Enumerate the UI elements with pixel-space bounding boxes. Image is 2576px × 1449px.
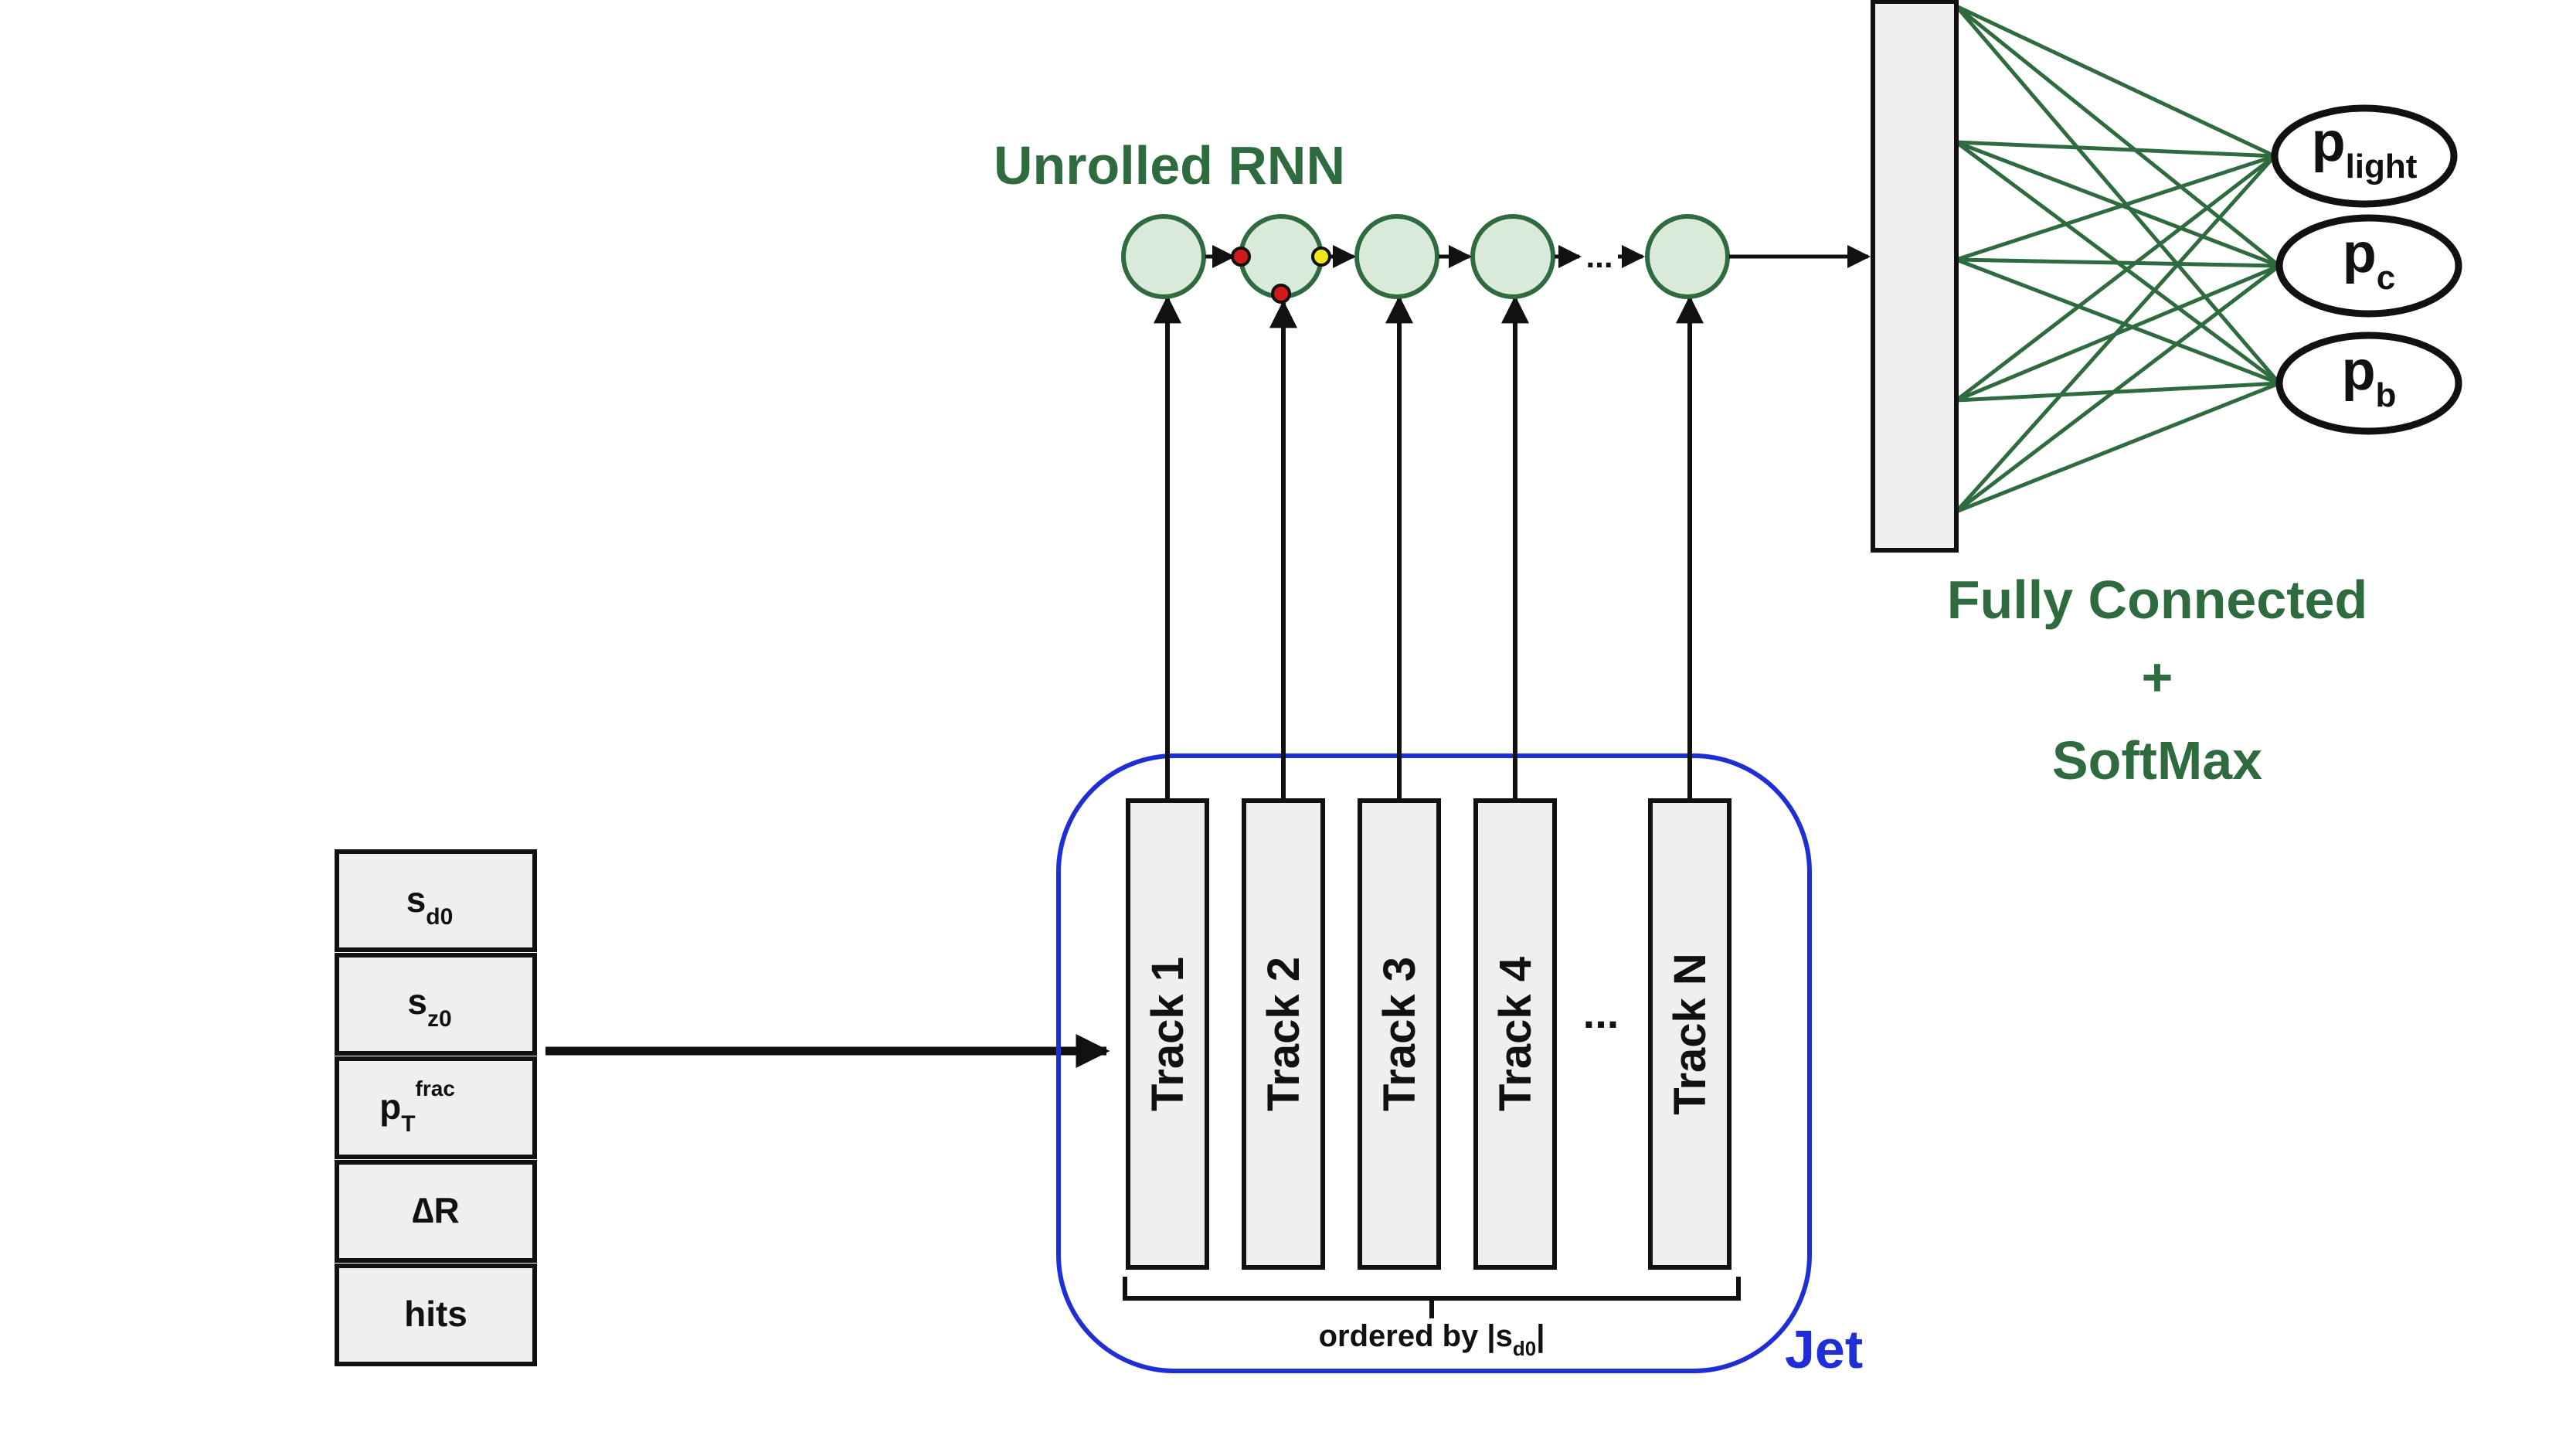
output-node-c [2275, 214, 2462, 318]
feature-delta-r-label: ∆R [412, 1190, 459, 1230]
feature-sz0-label: sz0 [407, 981, 451, 1032]
output-node-light [2271, 104, 2458, 208]
dense-layer: plight pc pb Fully Connected + SoftMax [1871, 0, 2462, 791]
ordering-bracket [1123, 1277, 1741, 1318]
track-to-rnn-arrows [1154, 295, 1704, 801]
output-label-light: plight [2312, 111, 2418, 185]
dense-title-line2: + [2142, 647, 2173, 707]
feature-box-delta-r [335, 1160, 537, 1263]
gate-output-dot [1311, 247, 1331, 267]
unrolled-rnn: Unrolled RNN ... [994, 135, 1871, 304]
jet-boundary [1056, 753, 1812, 1373]
dense-layer-box [1871, 0, 1959, 553]
output-label-c: pc [2343, 223, 2395, 297]
feature-sd0-label: sd0 [406, 879, 454, 930]
track-box-3 [1358, 798, 1441, 1270]
track-box-4 [1473, 798, 1557, 1270]
rnn-cell-1 [1121, 214, 1206, 299]
rnn-ellipsis: ... [1585, 238, 1613, 274]
jet-label: Jet [1785, 1319, 1863, 1379]
output-label-b: pb [2342, 340, 2397, 414]
feature-box-hits [335, 1264, 537, 1366]
gate-input-dot [1231, 247, 1251, 267]
rnn-title: Unrolled RNN [994, 135, 1345, 196]
rnn-cell-n [1645, 214, 1730, 299]
dense-title-line1: Fully Connected [1947, 570, 2367, 630]
rnn-cell-4 [1470, 214, 1555, 299]
dense-title-line3: SoftMax [2052, 730, 2262, 791]
feature-pt-frac-label: pTfrac [379, 1077, 455, 1137]
track-label-2: Track 2 [1259, 957, 1309, 1111]
gate-lower-dot [1271, 284, 1291, 304]
feature-box-sd0 [335, 849, 537, 952]
feature-box-pt-frac [335, 1056, 537, 1159]
track-label-n: Track N [1665, 953, 1715, 1115]
track-label-3: Track 3 [1375, 957, 1425, 1111]
track-box-1 [1126, 798, 1209, 1270]
feature-hits-label: hits [404, 1294, 467, 1334]
track-box-n [1648, 798, 1731, 1270]
ordering-label: ordered by |sd0| [1319, 1319, 1545, 1360]
feature-box-sz0 [335, 953, 537, 1056]
jet-container: Jet Track 1 Track 2 Track 3 Track 4 Trac… [1056, 753, 1863, 1379]
output-node-b [2275, 332, 2462, 435]
track-label-1: Track 1 [1143, 957, 1193, 1111]
feature-stack: sd0 sz0 pTfrac ∆R hits [335, 849, 537, 1366]
track-ellipsis: ... [1583, 988, 1619, 1037]
track-label-4: Track 4 [1490, 957, 1541, 1111]
dense-connections [1955, 4, 2281, 514]
rnn-cell-3 [1354, 214, 1439, 299]
